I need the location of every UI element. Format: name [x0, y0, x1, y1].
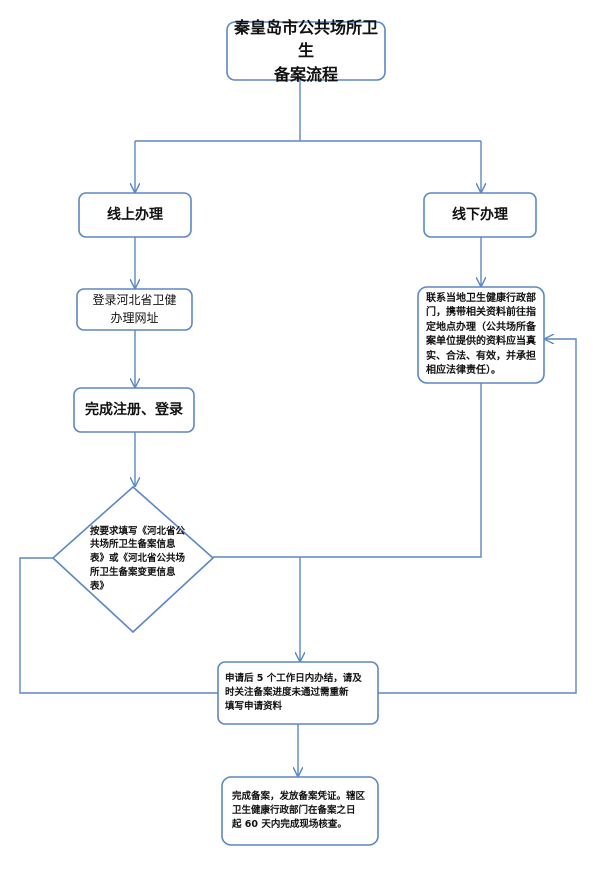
connector-left-loop	[19, 557, 218, 694]
title-text: 秦皇岛市公共场所卫生 备案流程	[233, 18, 378, 84]
register-box	[73, 387, 195, 433]
fill-form-diamond	[51, 485, 215, 634]
fill-form-text: 按要求填写《河北省公 共场所卫生备案信息 表》或《河北省公共场 所卫生备案变更信…	[90, 525, 186, 592]
offline-label: 线下办理	[452, 206, 508, 223]
online-label: 线上办理	[107, 206, 163, 223]
login-site-label: 登录河北省卫健 办理网址	[92, 293, 177, 325]
review-text: 申请后 5 个工作日内办结，请及 时关注备案进度未通过需重新 填写申请资料	[225, 673, 362, 712]
arrow-right-loop-to-detail	[378, 339, 577, 694]
offline-box	[423, 192, 537, 238]
connector-offline-to-merge	[213, 383, 482, 558]
register-label: 完成注册、登录	[85, 401, 183, 418]
complete-text: 完成备案，发放备案凭证。辖区 卫生健康行政部门在备案之日 起 60 天内完成现场…	[232, 791, 366, 830]
offline-detail-text: 联系当地卫生健康行政部 门，携带相关资料前往指 定地点办理（公共场所备 案单位提…	[426, 292, 536, 377]
complete-box	[221, 776, 379, 846]
title-box	[226, 21, 386, 81]
